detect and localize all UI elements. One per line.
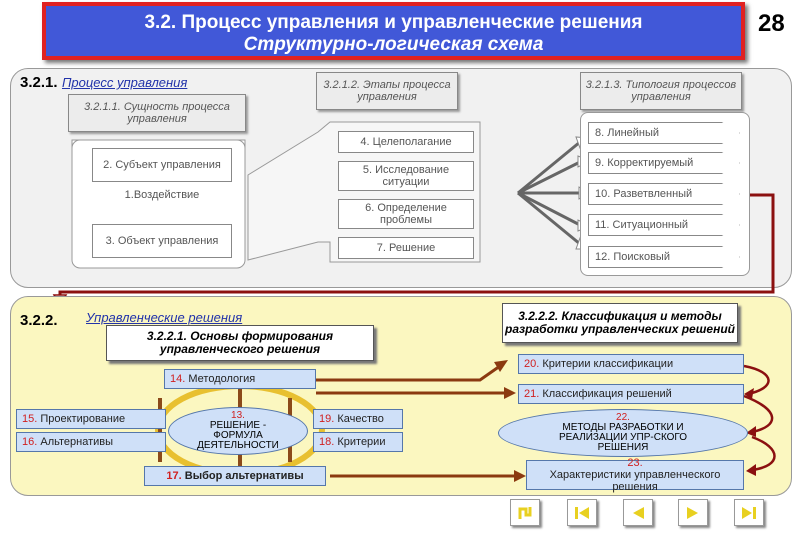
stage-item-decision: 7. Решение: [338, 237, 474, 259]
characteristics-num: 23.: [627, 457, 643, 469]
quality-text: Качество: [337, 413, 384, 425]
last-button[interactable]: [734, 499, 764, 526]
process-section-title: Процесс управления: [61, 75, 188, 90]
title-line-2: Структурно-логическая схема: [243, 34, 544, 55]
typology-item-corrected: 9. Корректируемый: [588, 152, 740, 174]
typology-item-search: 12. Поисковый: [588, 246, 740, 268]
last-icon: [742, 506, 756, 519]
item-design: 15. Проектирование: [16, 409, 166, 429]
title-line-1: 3.2. Процесс управления и управленческие…: [144, 12, 643, 33]
class-solutions-num: 21.: [524, 388, 540, 400]
process-section-number: 3.2.1.: [20, 74, 58, 91]
item-methodology: 14. Методология: [164, 369, 316, 389]
basics-title: 3.2.2.1. Основы формирования управленчес…: [106, 325, 374, 361]
slide-title: 3.2. Процесс управления и управленческие…: [42, 2, 745, 60]
stage-item-problem: 6. Определение проблемы: [338, 199, 474, 229]
design-text: Проектирование: [40, 413, 126, 425]
classification-title: 3.2.2.2. Классификация и методы разработ…: [502, 303, 738, 343]
next-button[interactable]: [678, 499, 708, 526]
quality-num: 19.: [319, 413, 335, 425]
criteria-text: Критерии: [337, 436, 386, 448]
alternatives-text: Альтернативы: [40, 436, 114, 448]
decisions-section-title-wrap: Управленческие решения: [86, 309, 242, 327]
stage-item-research: 5. Исследование ситуации: [338, 161, 474, 191]
item-criteria: 18. Критерии: [313, 432, 403, 452]
essence-item-impact: 1.Воздействие: [124, 189, 200, 201]
item-criteria-class: 20. Критерии классификации: [518, 354, 744, 374]
methodology-num: 14.: [170, 373, 186, 385]
stage-item-goal: 4. Целеполагание: [338, 131, 474, 153]
decisions-section-title: Управленческие решения: [86, 310, 243, 325]
choice-num: 17.: [166, 470, 182, 482]
criteria-num: 18.: [319, 436, 335, 448]
criteria-class-num: 20.: [524, 358, 540, 370]
typology-title: 3.2.1.3. Типология процессов управления: [580, 72, 742, 110]
center-num: 13.: [231, 410, 245, 421]
characteristics-text: Характеристики управленческого решения: [549, 469, 721, 493]
typology-item-branched: 10. Разветвленный: [588, 183, 740, 205]
item-class-solutions: 21. Классификация решений: [518, 384, 744, 404]
alternatives-num: 16.: [22, 436, 38, 448]
methods-num: 22.: [616, 412, 630, 423]
item-choice: 17. Выбор альтернативы: [144, 466, 326, 486]
methodology-text: Методология: [188, 373, 256, 385]
center-decision-formula: 13. РЕШЕНИЕ - ФОРМУЛА ДЕЯТЕЛЬНОСТИ: [168, 407, 308, 455]
prev-icon: [633, 506, 644, 519]
first-button[interactable]: [567, 499, 597, 526]
item-characteristics: 23. Характеристики управленческого решен…: [526, 457, 744, 493]
typology-item-situational: 11. Ситуационный: [588, 214, 740, 236]
next-icon: [687, 506, 698, 519]
return-button[interactable]: [510, 499, 540, 526]
process-header: 3.2.1. Процесс управления: [20, 74, 187, 92]
item-quality: 19. Качество: [313, 409, 403, 429]
design-num: 15.: [22, 413, 38, 425]
stages-title: 3.2.1.2. Этапы процесса управления: [316, 72, 458, 110]
item-alternatives: 16. Альтернативы: [16, 432, 166, 452]
slide-number: 28: [758, 10, 785, 37]
center-text: РЕШЕНИЕ - ФОРМУЛА ДЕЯТЕЛЬНОСТИ: [197, 420, 279, 451]
essence-item-subject: 2. Субъект управления: [92, 148, 232, 182]
first-icon: [575, 506, 589, 519]
choice-text: Выбор альтернативы: [184, 470, 304, 482]
decisions-section-number-wrap: 3.2.2.: [20, 312, 58, 330]
criteria-class-text: Критерии классификации: [542, 358, 674, 370]
class-solutions-text: Классификация решений: [542, 388, 672, 400]
prev-button[interactable]: [623, 499, 653, 526]
essence-item-object: 3. Объект управления: [92, 224, 232, 258]
item-methods: 22. МЕТОДЫ РАЗРАБОТКИ И РЕАЛИЗАЦИИ УПР-С…: [498, 409, 748, 457]
methods-text: МЕТОДЫ РАЗРАБОТКИ И РЕАЛИЗАЦИИ УПР-СКОГО…: [558, 422, 688, 453]
return-icon: [518, 506, 532, 519]
decisions-section-number: 3.2.2.: [20, 312, 58, 329]
typology-item-linear: 8. Линейный: [588, 122, 740, 144]
essence-title: 3.2.1.1. Сущность процесса управления: [68, 94, 246, 132]
